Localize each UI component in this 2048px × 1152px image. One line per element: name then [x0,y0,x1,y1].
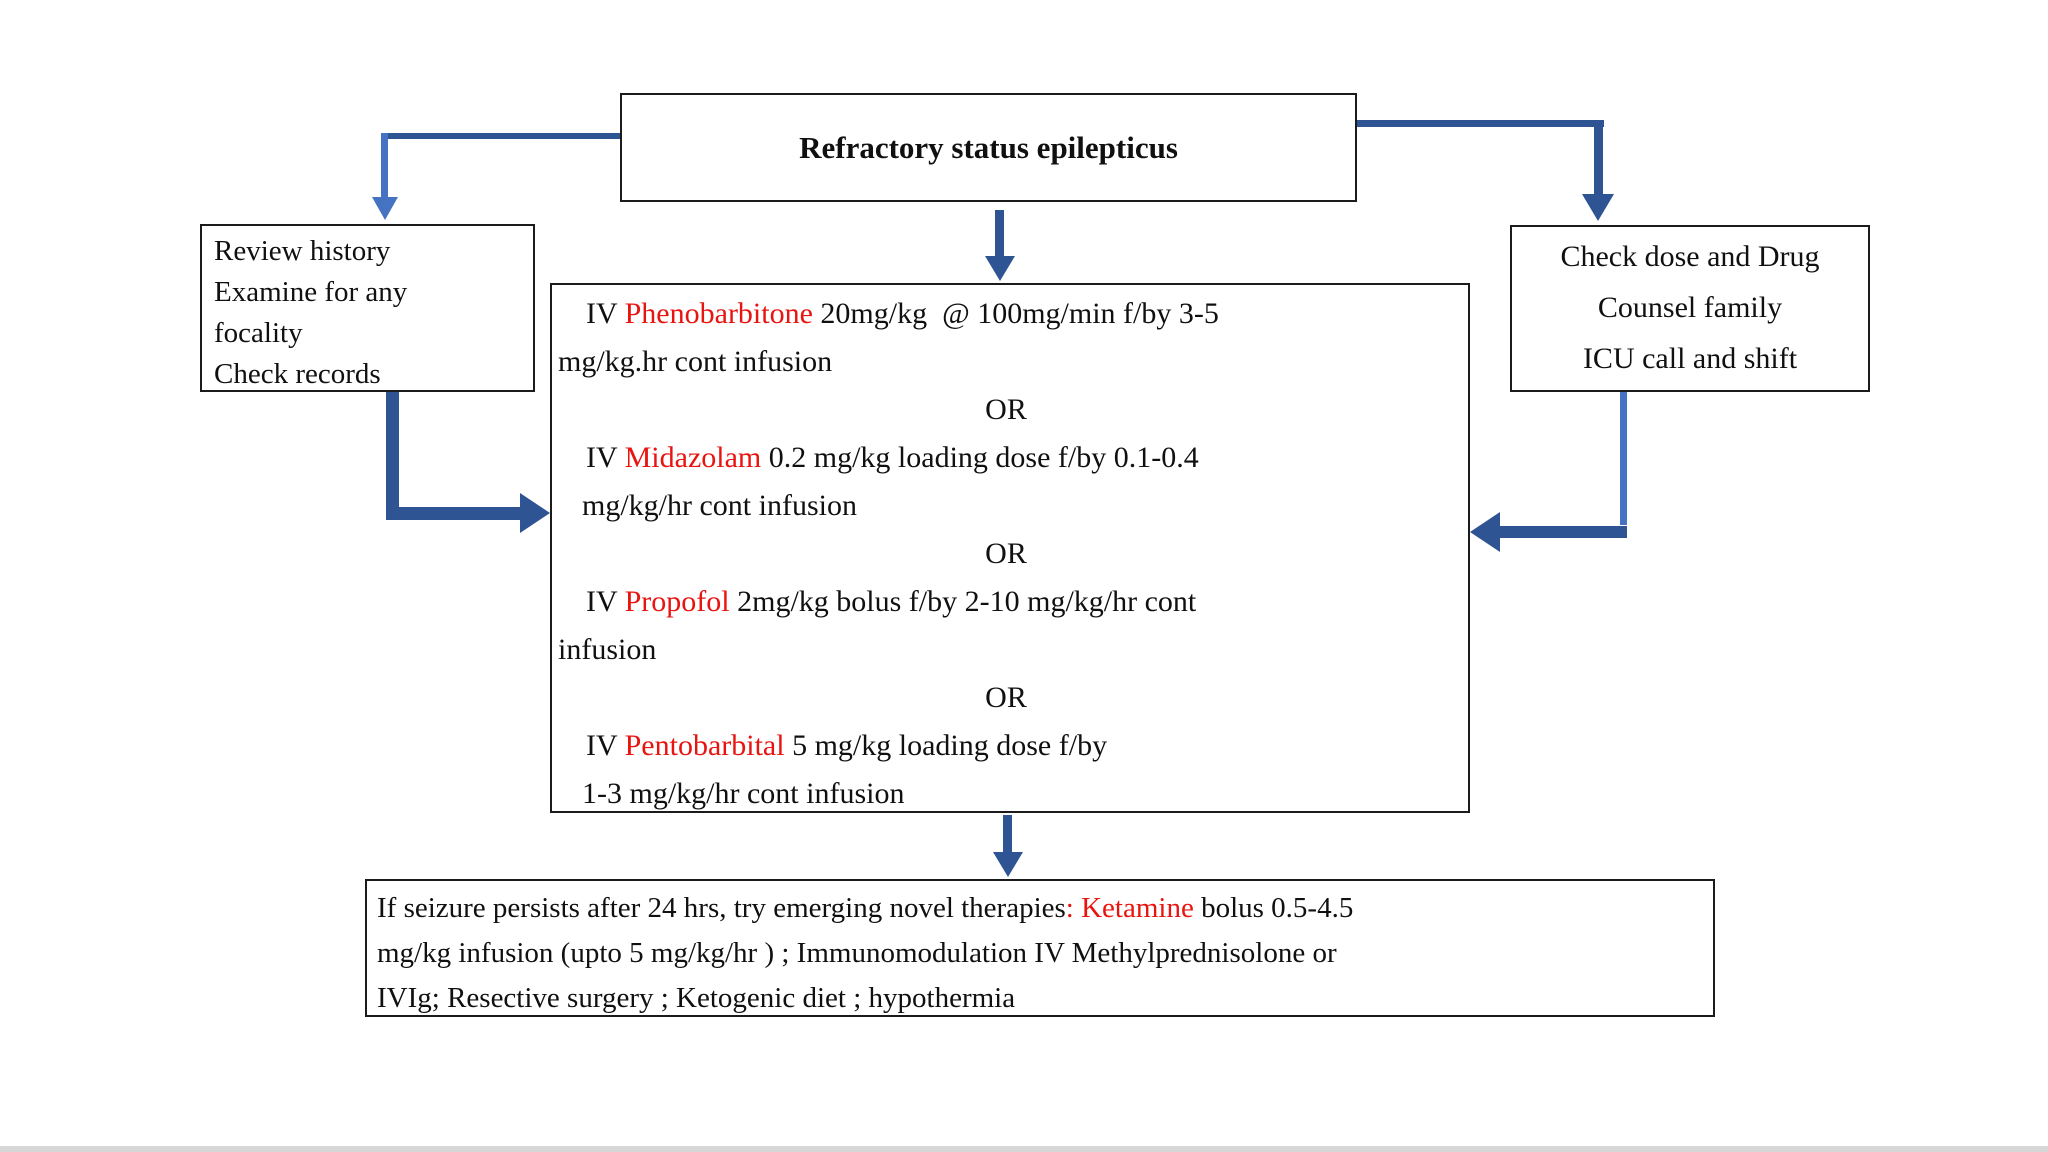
iv-prefix: IV [586,585,625,618]
drug-name-phenobarbitone: Phenobarbitone [624,297,813,330]
dose-text: 5 mg/kg loading dose f/by [784,729,1108,762]
arrow-title-to-right-horizontal [1357,120,1604,127]
arrow-title-to-left-horizontal [384,133,620,139]
novel-therapies-line: If seizure persists after 24 hrs, try em… [377,886,1703,931]
novel-therapies-line: IVIg; Resective surgery ; Ketogenic diet… [377,982,1016,1014]
right-box-line: ICU call and shift [1582,342,1798,375]
dose-text: 0.2 mg/kg loading dose f/by 0.1-0.4 [761,441,1199,474]
arrow-title-to-right-vertical [1594,120,1603,195]
or-separator: OR [985,681,1027,714]
dose-text: bolus 0.5-4.5 [1193,892,1354,924]
iv-prefix: IV [586,441,625,474]
left-box-line: Check records [214,358,381,390]
arrowhead-down-treatment-box-icon [985,256,1015,281]
right-box-line: Check dose and Drug [1560,240,1820,273]
arrow-right-to-treatment-vertical [1620,392,1627,525]
or-separator: OR [985,393,1027,426]
dose-text: 2mg/kg bolus f/by 2-10 mg/kg/hr cont [729,585,1197,618]
drug-name-ketamine: : Ketamine [1065,892,1194,924]
or-separator: OR [985,537,1027,570]
drug-name-propofol: Propofol [624,585,730,618]
arrow-left-to-treatment-vertical [386,392,399,520]
treatment-options-box: IV Phenobarbitone 20mg/kg @ 100mg/min f/… [550,283,1470,813]
arrow-title-to-left-vertical [381,133,388,198]
treatment-option-line: 1-3 mg/kg/hr cont infusion [582,777,905,810]
arrow-treatment-to-novel-shaft [1003,815,1012,853]
treatment-option-line: IV Propofol 2mg/kg bolus f/by 2-10 mg/kg… [558,578,1454,626]
check-dose-box: Check dose and Drug Counsel family ICU c… [1510,225,1870,392]
arrow-right-to-treatment-horizontal [1496,526,1627,538]
treatment-option-line: IV Phenobarbitone 20mg/kg @ 100mg/min f/… [558,290,1454,338]
title-box: Refractory status epilepticus [620,93,1357,202]
left-box-line: Review history [214,235,391,267]
treatment-option-line: IV Pentobarbital 5 mg/kg loading dose f/… [558,722,1454,770]
iv-prefix: IV [586,729,625,762]
arrowhead-down-right-box-icon [1582,194,1614,221]
drug-name-midazolam: Midazolam [624,441,762,474]
arrowhead-left-treatment-box-icon [1470,512,1500,552]
right-box-line: Counsel family [1597,291,1783,324]
arrow-left-to-treatment-horizontal [386,507,522,520]
bottom-edge-line [0,1146,2048,1152]
dose-text: 20mg/kg @ 100mg/min f/by 3-5 [812,297,1219,330]
treatment-option-line: infusion [558,633,657,666]
treatment-option-line: mg/kg.hr cont infusion [558,345,833,378]
arrowhead-right-treatment-box-icon [520,493,550,533]
arrowhead-down-novel-box-icon [993,852,1023,877]
left-box-line: focality [214,317,303,349]
arrowhead-down-left-box-icon [372,197,398,220]
arrow-title-to-treatment-shaft [995,210,1004,258]
treatment-option-line: IV Midazolam 0.2 mg/kg loading dose f/by… [558,434,1454,482]
novel-therapies-line: mg/kg infusion (upto 5 mg/kg/hr ) ; Immu… [377,937,1337,969]
novel-therapies-box: If seizure persists after 24 hrs, try em… [365,879,1715,1017]
review-history-box: Review history Examine for any focality … [200,224,535,392]
treatment-option-line: mg/kg/hr cont infusion [582,489,857,522]
page-title: Refractory status epilepticus [799,129,1178,165]
left-box-line: Examine for any [214,276,408,308]
novel-therapies-text: If seizure persists after 24 hrs, try em… [377,892,1066,924]
iv-prefix: IV [586,297,625,330]
drug-name-pentobarbital: Pentobarbital [624,729,785,762]
